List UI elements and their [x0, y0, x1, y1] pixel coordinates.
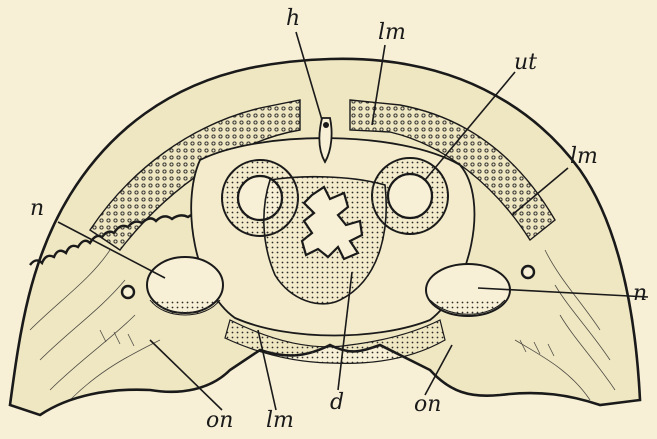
- lateral-ring-right: [522, 266, 534, 278]
- label-on-left: on: [206, 410, 233, 432]
- lateral-ring-left: [122, 286, 134, 298]
- label-lm-bottom: lm: [266, 410, 294, 432]
- label-on-right: on: [414, 394, 441, 416]
- label-n-left: n: [30, 198, 44, 220]
- label-ut: ut: [514, 52, 537, 74]
- label-h: h: [286, 8, 300, 30]
- label-lm-top: lm: [378, 22, 406, 44]
- label-d: d: [330, 392, 344, 414]
- label-n-right: n: [633, 283, 647, 305]
- label-lm-right: lm: [570, 146, 598, 168]
